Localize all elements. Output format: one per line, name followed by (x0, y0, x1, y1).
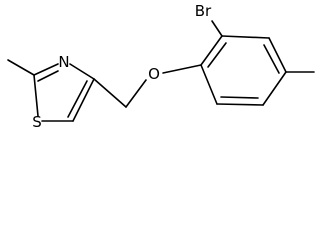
bond-ring-2 (221, 35, 270, 39)
atom-label-sulfur: S (32, 113, 42, 131)
bond-o-aryl (162, 64, 202, 74)
bond-s1-c2 (33, 74, 39, 117)
bond-c4-ch2 (93, 78, 127, 108)
bond-c2-n3 (33, 63, 59, 76)
bond-c2-n3-double (37, 70, 59, 82)
structure-canvas: Br O N S (7, 2, 315, 131)
atom-label-bromine: Br (195, 2, 212, 20)
bond-ch2-o (125, 79, 147, 108)
bond-c4-c5-double (67, 80, 88, 118)
bond-ring-3-double (263, 44, 280, 74)
bond-ring-5 (216, 103, 264, 106)
bond-ring-4 (262, 71, 287, 106)
bond-methyl-c2 (7, 59, 35, 76)
bond-c4-c5 (72, 78, 95, 122)
bond-ring-5-double (220, 96, 259, 99)
atom-label-oxygen: O (148, 65, 160, 83)
bond-ring-br (211, 20, 223, 37)
atom-label-nitrogen: N (58, 53, 69, 71)
molecule-structure: Br O N S (7, 2, 315, 131)
bond-ring-6 (200, 64, 218, 105)
bond-ring-1-double (207, 42, 227, 68)
bond-n3-c4 (69, 63, 95, 80)
bond-ring-1 (200, 35, 223, 66)
bond-ring-3 (268, 37, 287, 73)
